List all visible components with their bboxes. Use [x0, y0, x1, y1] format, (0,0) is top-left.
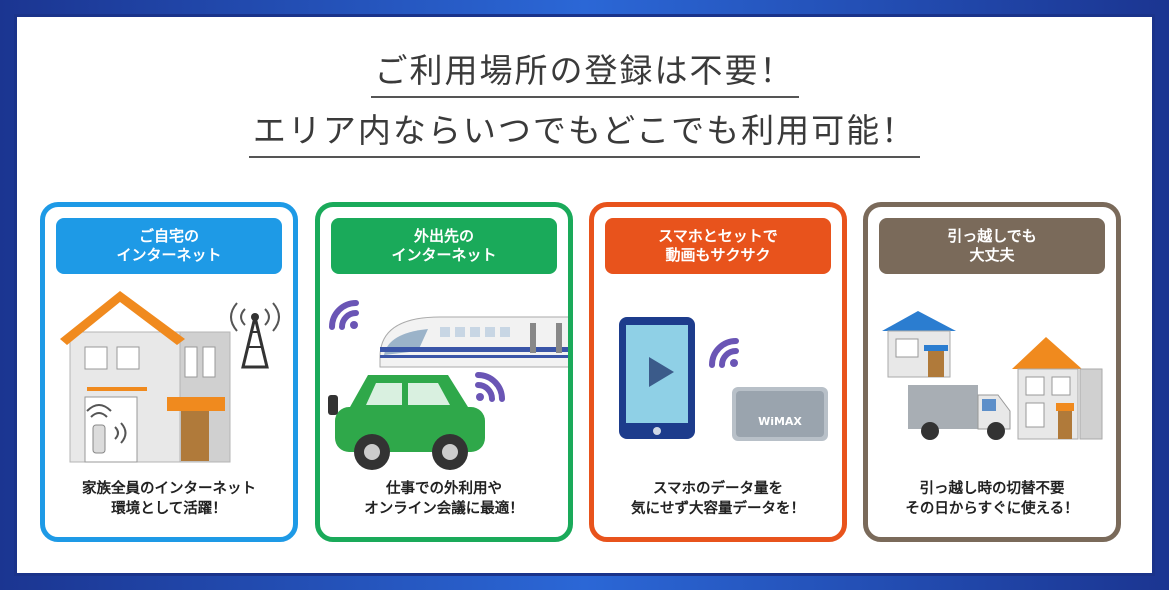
- home-router-icon: [60, 291, 280, 463]
- moving-truck-icon: [882, 311, 1103, 440]
- feature-card-home: ご自宅のインターネット: [40, 202, 298, 542]
- headline-line2: エリア内ならいつでもどこでも利用可能！: [0, 104, 1169, 158]
- card-title-badge: ご自宅のインターネット: [56, 218, 282, 274]
- feature-card-smartphone: スマホとセットで動画もサクサク WiMAX スマホのデータ量を気にせず大容量デー…: [589, 202, 847, 542]
- card-caption: 家族全員のインターネット環境として活躍！: [82, 481, 256, 517]
- card-title-badge: 引っ越しでも大丈夫: [879, 218, 1105, 274]
- feature-card-outside: 外出先のインターネット: [315, 202, 573, 542]
- router-label: WiMAX: [758, 415, 802, 428]
- headline-line1: ご利用場所の登録は不要！: [0, 44, 1169, 98]
- feature-card-moving: 引っ越しでも大丈夫 引っ越し時の切替不要その日からすぐ: [863, 202, 1121, 542]
- card-title-badge: スマホとセットで動画もサクサク: [605, 218, 831, 274]
- card-title-badge: 外出先のインターネット: [331, 218, 557, 274]
- card-caption: スマホのデータ量を気にせず大容量データを！: [631, 481, 805, 517]
- card-caption: 引っ越し時の切替不要その日からすぐに使える！: [905, 481, 1079, 517]
- tablet-router-icon: [619, 317, 828, 441]
- train-car-icon: [328, 300, 568, 470]
- card-caption: 仕事での外利用やオンライン会議に最適！: [364, 481, 524, 517]
